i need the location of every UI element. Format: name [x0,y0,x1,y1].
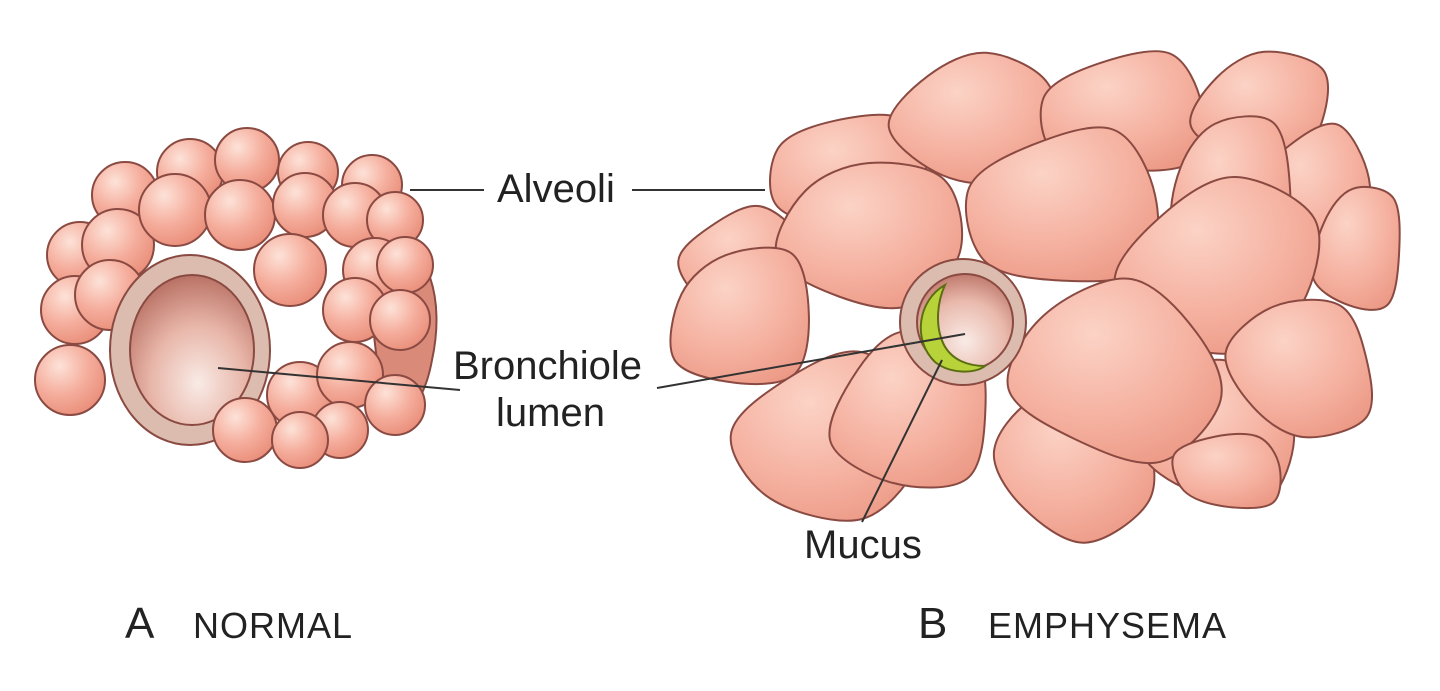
panel-b-letter: B [918,599,947,648]
normal-alveolus [204,179,276,251]
emphysema-alveolus [1006,277,1223,464]
emphysema-alveolus [1224,298,1373,439]
normal-alveolus [369,289,431,351]
normal-alveolus [138,173,212,247]
emphysema-bronchiole [899,258,1027,386]
normal-bronchiole-lumen [129,274,255,426]
alveoli-label: Alveoli [497,167,615,211]
normal-alveolus [253,233,327,307]
panel-b-title: EMPHYSEMA [988,605,1227,646]
normal-alveolus [364,374,426,436]
panel-a-title: NORMAL [193,605,353,646]
bronchiole-leader-right [656,333,966,389]
normal-alveolus [212,397,278,463]
emphysema-alveolus [964,126,1160,283]
normal-alveolus [34,344,106,416]
emphysema-alveolus [669,246,810,386]
emphysema-alveolus [1171,432,1282,510]
normal-bronchiole [109,254,271,446]
bronchiole-leader-left [217,367,461,391]
lumen-label: lumen [496,391,605,435]
mucus-label: Mucus [804,523,922,567]
panel-a-letter: A [125,599,155,648]
normal-alveoli-cluster [34,127,438,469]
emphysema-alveoli-cluster [669,50,1401,544]
mucus-plug [919,282,988,373]
normal-alveolus [271,411,329,469]
bronchiole-label: Bronchiole [453,344,642,388]
mucus-leader [861,359,943,523]
normal-alveolus [376,236,434,294]
